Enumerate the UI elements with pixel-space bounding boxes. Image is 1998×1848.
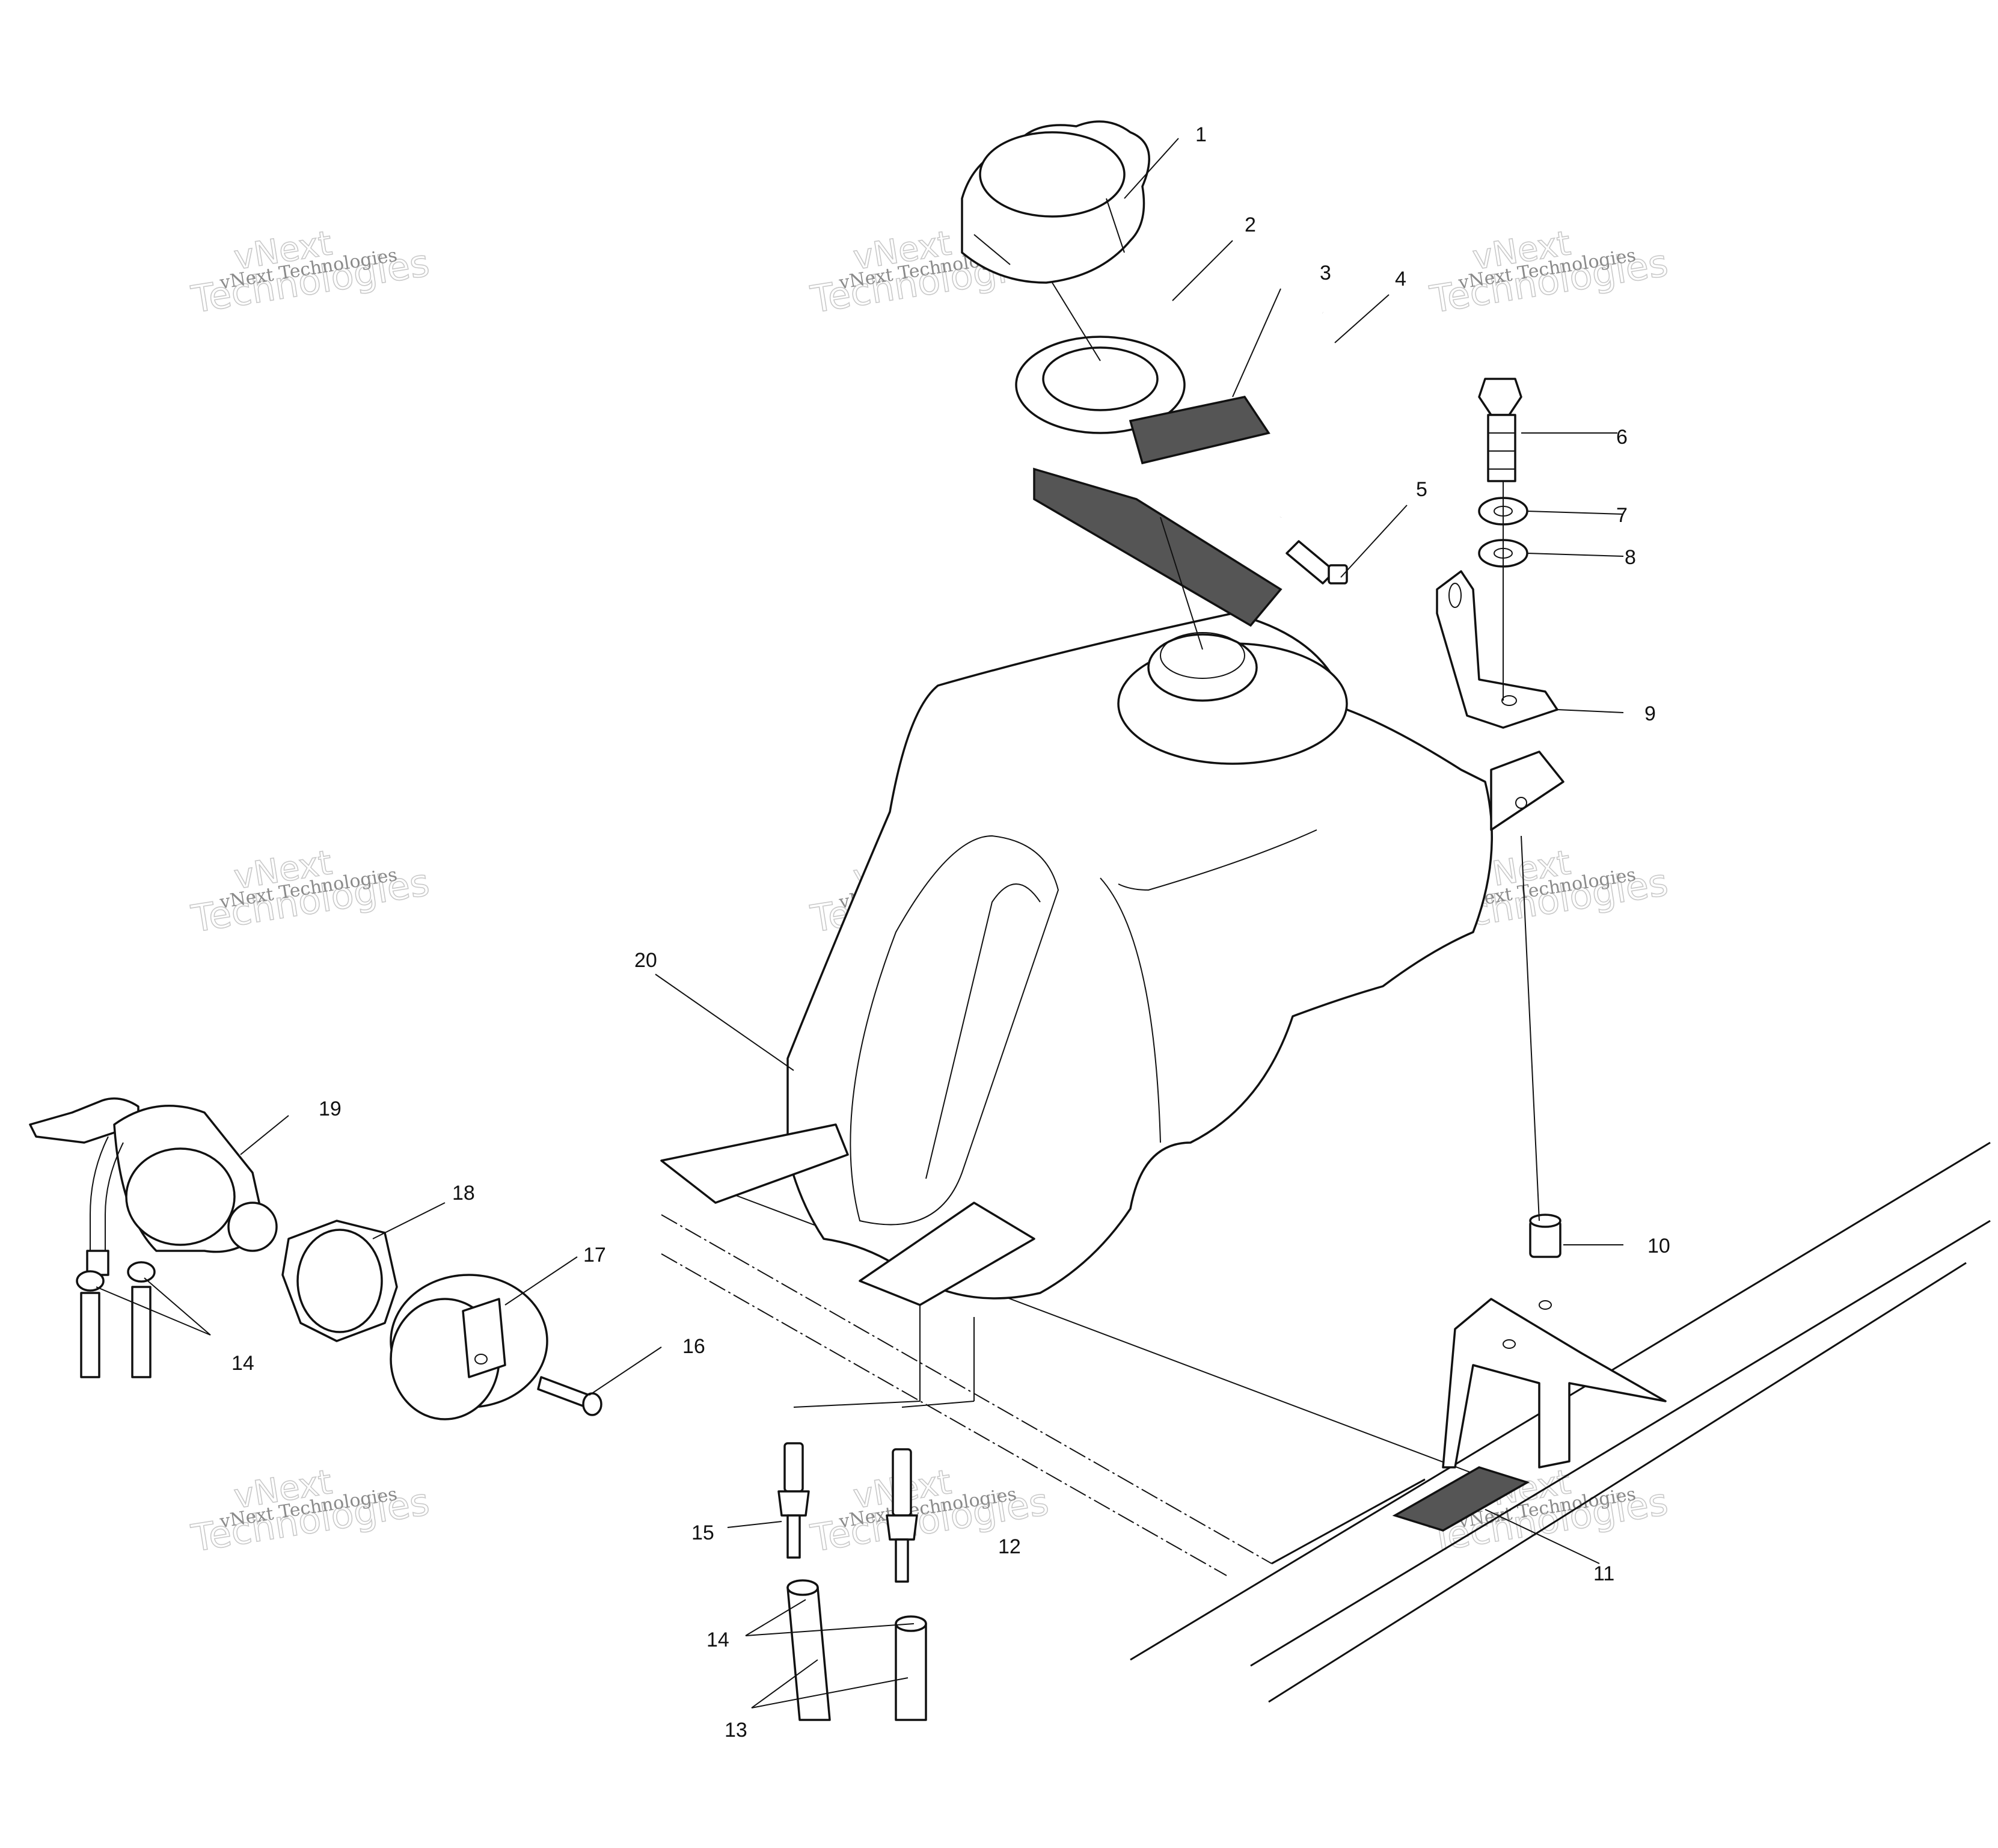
callout-9: 9 [1644,702,1656,725]
assembly-lines [793,282,1540,1408]
callout-7: 7 [1616,504,1628,527]
watermark: vNext Technologies vNext Technologies [188,843,432,941]
callout-20: 20 [634,949,657,972]
callout-1: 1 [1195,123,1207,146]
callout-15: 15 [691,1521,714,1544]
fuel-cap-part-1 [961,120,1150,284]
pad-part-11 [1392,1466,1530,1532]
callout-2: 2 [1245,213,1256,236]
screw-part-16 [537,1376,602,1416]
callout-17: 17 [583,1244,606,1266]
nut-part-18 [281,1220,398,1342]
fitting-part-12 [886,1448,918,1583]
frame-bracket [1442,1298,1667,1469]
callout-19: 19 [319,1097,342,1120]
callout-12: 12 [998,1535,1021,1558]
watermark: vNext Technologies vNext Technologies [188,223,432,322]
callout-11: 11 [1593,1562,1614,1585]
clamp-left-part-14 [76,1261,156,1378]
fuel-tank-part-20 [660,612,1564,1306]
watermark: vNext Technologies vNext Technologies [188,1462,432,1561]
vent-hose-part-4 [1277,309,1349,520]
callout-8: 8 [1625,546,1636,569]
callout-4: 4 [1395,268,1406,290]
callout-16: 16 [682,1335,705,1358]
fuel-filter-part-19 [29,1097,278,1276]
callout-3: 3 [1320,262,1331,284]
bracket-part-9 [1436,570,1558,729]
callout-5: 5 [1416,478,1427,501]
callout-10: 10 [1647,1235,1670,1257]
frame-rails [661,1141,1991,1703]
fitting-part-5 [1286,540,1348,585]
callout-18: 18 [452,1182,475,1205]
leader-lines [96,138,1624,1708]
foam-strip-part-3 [1033,396,1282,627]
callout-13: 13 [725,1719,747,1742]
cover-part-17 [390,1274,548,1420]
callout-14-left: 14 [231,1352,254,1375]
fitting-part-15 [777,1442,810,1559]
callout-labels: 1 2 3 4 5 6 7 8 9 10 11 12 13 14 14 15 1… [231,123,1670,1742]
gasket-part-2 [1015,336,1186,434]
spacer-part-10 [1529,1214,1561,1258]
watermark: vNext Technologies vNext Technologies [1426,223,1671,322]
hose-part-13 [786,1579,927,1721]
callout-6: 6 [1616,426,1628,449]
callout-14-bottom: 14 [706,1629,729,1651]
bolt-part-6 [1478,378,1522,482]
